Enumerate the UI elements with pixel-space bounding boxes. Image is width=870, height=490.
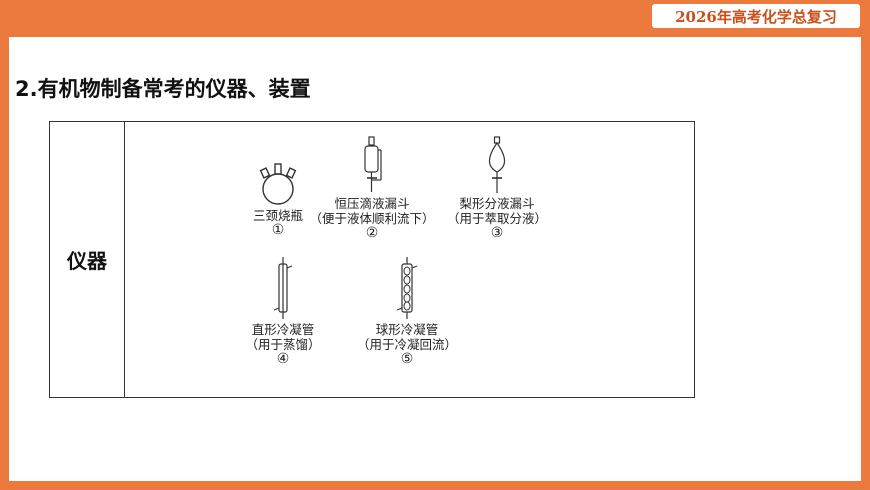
instrument-note: （用于冷凝回流） [356, 337, 457, 352]
instrument-name: 恒压滴液漏斗 [334, 196, 410, 211]
instrument-three-neck-flask: 三颈烧瓶 ① [236, 162, 320, 238]
instrument-number: ⑤ [400, 351, 414, 367]
instrument-name: 球形冷凝管 [375, 322, 439, 337]
instrument-name: 三颈烧瓶 [252, 208, 303, 223]
instrument-bulb-condenser: 球形冷凝管 （用于冷凝回流） ⑤ [344, 256, 470, 367]
instrument-name: 直形冷凝管 [251, 322, 315, 337]
bulb-condenser-icon [396, 257, 418, 319]
instrument-note: （用于蒸馏） [245, 337, 321, 352]
straight-condenser-icon [273, 257, 293, 319]
instrument-number: ④ [276, 351, 290, 367]
table-divider [124, 122, 125, 397]
instrument-number: ② [365, 225, 379, 241]
instrument-note: （便于液体顺利流下） [309, 211, 435, 226]
section-title: 2.有机物制备常考的仪器、装置 [15, 77, 311, 101]
instrument-pressure-funnel: 恒压滴液漏斗 （便于液体顺利流下） ② [304, 136, 440, 241]
instrument-note: （用于萃取分液） [446, 211, 547, 226]
instrument-name: 梨形分液漏斗 [459, 196, 535, 211]
instrument-straight-condenser: 直形冷凝管 （用于蒸馏） ④ [234, 256, 332, 367]
content-panel: 2.有机物制备常考的仪器、装置 仪器 三颈烧瓶 ① [9, 37, 861, 481]
pressure-equalizing-funnel-icon [364, 136, 382, 192]
instrument-separatory-funnel: 梨形分液漏斗 （用于萃取分液） ③ [434, 136, 560, 241]
course-badge: 2026年高考化学总复习 [652, 4, 860, 28]
separatory-funnel-icon [488, 136, 506, 193]
instrument-number: ③ [490, 225, 504, 241]
row-label: 仪器 [67, 249, 107, 273]
instrument-table: 仪器 三颈烧瓶 ① 恒压滴液漏斗 [49, 121, 695, 398]
three-neck-flask-icon [259, 163, 297, 205]
instrument-number: ① [271, 222, 285, 238]
